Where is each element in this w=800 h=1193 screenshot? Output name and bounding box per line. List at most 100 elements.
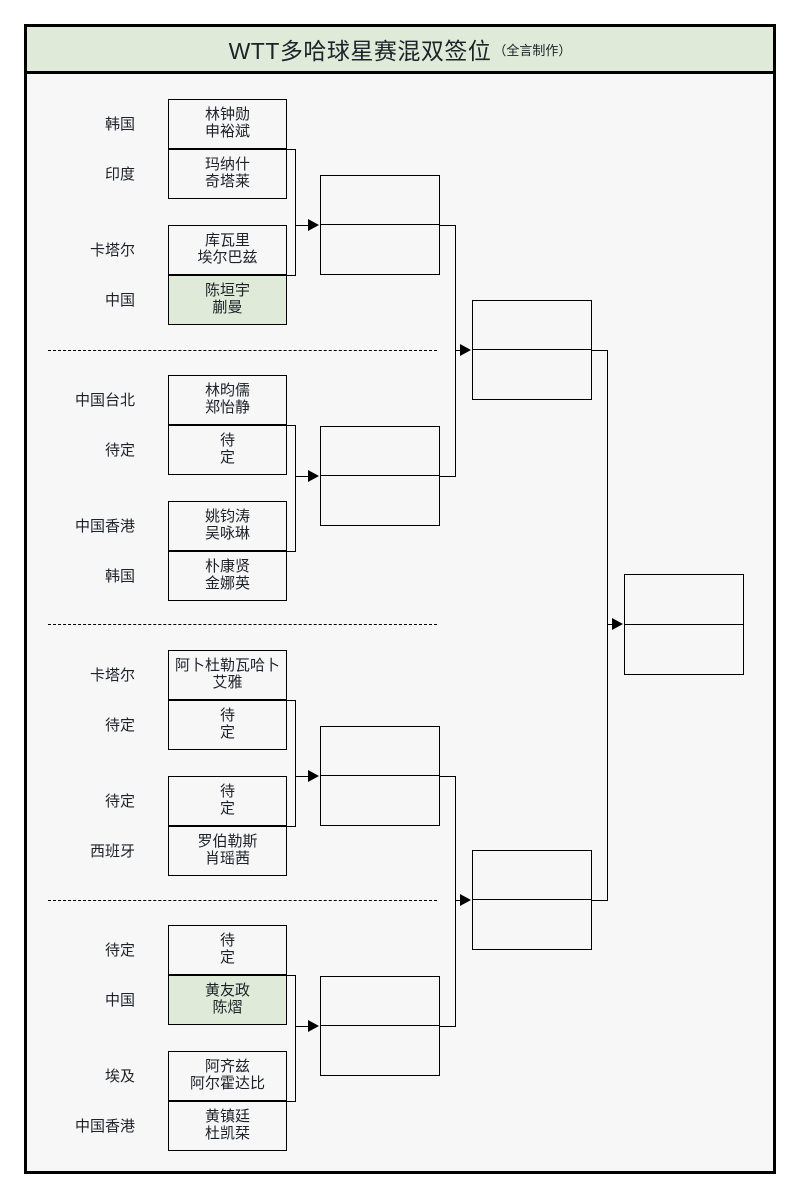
match-slot-top[interactable] [321, 176, 439, 225]
team-cell[interactable]: 待 定 [168, 700, 287, 750]
country-label: 埃及 [104, 1068, 135, 1085]
player-name-1: 朴康贤 [204, 558, 250, 576]
round2-match-box[interactable] [320, 175, 440, 275]
match-slot-bottom[interactable] [473, 900, 591, 949]
player-name-2: 吴咏琳 [204, 525, 250, 542]
match-slot-bottom[interactable] [321, 476, 439, 525]
team-cell[interactable]: 待 定 [168, 425, 287, 475]
connector-sf2-vertical [455, 776, 456, 1026]
final-match-box[interactable] [624, 574, 744, 675]
connector-q3-vertical [295, 700, 296, 826]
country-label: 待定 [104, 717, 135, 734]
page-title: WTT多哈球星赛混双签位 [228, 38, 492, 64]
match-slot-top[interactable] [625, 575, 743, 625]
arrow-r2-to-sf1 [460, 344, 471, 356]
connector-final-top-stub [591, 350, 608, 351]
connector-q4-top-stub [287, 975, 296, 976]
team-cell[interactable]: 阿齐兹 阿尔霍达比 [168, 1051, 287, 1101]
country-label: 中国香港 [74, 518, 135, 535]
player-name-2: 申裕斌 [204, 123, 250, 140]
section-separator-3 [48, 900, 437, 901]
player-name-1: 黄友政 [204, 982, 250, 1000]
team-cell[interactable]: 罗伯勒斯 肖瑶茜 [168, 826, 287, 876]
team-cell[interactable]: 黄友政 陈熠 [168, 975, 287, 1025]
player-name-1: 阿卜杜勒瓦哈卜 [174, 657, 280, 675]
page-subtitle: （全言制作） [493, 42, 572, 58]
player-name-1: 待 [219, 783, 235, 801]
semifinal-match-box[interactable] [472, 300, 592, 400]
round2-match-box[interactable] [320, 726, 440, 826]
team-cell[interactable]: 玛纳什 奇塔莱 [168, 149, 287, 199]
team-cell[interactable]: 库瓦里 埃尔巴兹 [168, 225, 287, 275]
team-cell[interactable]: 待 定 [168, 776, 287, 826]
connector-q2-top-stub [287, 425, 296, 426]
player-name-1: 林钟勋 [204, 106, 250, 124]
round2-match-box[interactable] [320, 976, 440, 1076]
match-slot-top[interactable] [473, 301, 591, 350]
connector-q3-feed [295, 776, 315, 777]
round2-match-box[interactable] [320, 426, 440, 526]
team-cell[interactable]: 姚钧涛 吴咏琳 [168, 501, 287, 551]
match-slot-top[interactable] [321, 727, 439, 776]
team-cell[interactable]: 朴康贤 金娜英 [168, 551, 287, 601]
section-separator-2 [48, 624, 437, 625]
country-label: 卡塔尔 [89, 667, 135, 684]
match-slot-top[interactable] [473, 851, 591, 900]
player-name-2: 陈熠 [212, 999, 243, 1016]
match-slot-bottom[interactable] [473, 350, 591, 399]
match-slot-bottom[interactable] [321, 776, 439, 825]
arrow-q4-to-r2 [308, 1020, 319, 1032]
country-label: 韩国 [104, 568, 135, 585]
player-name-2: 郑怡静 [204, 399, 250, 416]
page-title-bar: WTT多哈球星赛混双签位 （全言制作） [27, 27, 773, 74]
match-slot-bottom[interactable] [321, 225, 439, 274]
connector-q4-feed [295, 1026, 315, 1027]
player-name-2: 蒯曼 [212, 299, 243, 316]
player-name-2: 定 [219, 724, 235, 741]
team-cell[interactable]: 林昀儒 郑怡静 [168, 375, 287, 425]
country-label: 印度 [104, 166, 135, 183]
team-cell[interactable]: 阿卜杜勒瓦哈卜 艾雅 [168, 650, 287, 700]
player-name-2: 肖瑶茜 [204, 850, 250, 867]
connector-sf2-top-stub [439, 776, 456, 777]
country-label: 中国 [104, 292, 135, 309]
connector-q4-bottom-stub [287, 1101, 296, 1102]
country-label: 卡塔尔 [89, 242, 135, 259]
connector-q4-vertical [295, 975, 296, 1101]
connector-q2-bottom-stub [287, 551, 296, 552]
match-slot-bottom[interactable] [321, 1026, 439, 1075]
player-name-2: 艾雅 [212, 674, 243, 691]
player-name-1: 姚钧涛 [204, 508, 250, 526]
player-name-2: 阿尔霍达比 [189, 1075, 265, 1092]
player-name-1: 陈垣宇 [204, 282, 250, 300]
player-name-2: 奇塔莱 [204, 173, 250, 190]
team-cell[interactable]: 陈垣宇 蒯曼 [168, 275, 287, 325]
country-label: 中国台北 [74, 392, 135, 409]
connector-final-vertical [607, 350, 608, 900]
country-label: 待定 [104, 942, 135, 959]
match-slot-top[interactable] [321, 977, 439, 1026]
player-name-1: 玛纳什 [204, 156, 250, 174]
arrow-q3-to-r2 [308, 770, 319, 782]
player-name-2: 埃尔巴兹 [197, 249, 258, 266]
match-slot-bottom[interactable] [625, 625, 743, 675]
player-name-2: 杜凯栞 [204, 1125, 250, 1142]
connector-q2-vertical [295, 425, 296, 551]
team-cell[interactable]: 待 定 [168, 925, 287, 975]
connector-q1-top-stub [287, 149, 296, 150]
player-name-2: 定 [219, 800, 235, 817]
player-name-2: 定 [219, 449, 235, 466]
player-name-1: 阿齐兹 [204, 1058, 250, 1076]
player-name-1: 库瓦里 [204, 232, 250, 250]
arrow-q2-to-r2 [308, 470, 319, 482]
semifinal-match-box[interactable] [472, 850, 592, 950]
arrow-r2-to-sf2 [460, 894, 471, 906]
match-slot-top[interactable] [321, 427, 439, 476]
team-cell[interactable]: 林钟勋 申裕斌 [168, 99, 287, 149]
connector-q1-vertical [295, 149, 296, 275]
team-cell[interactable]: 黄镇廷 杜凯栞 [168, 1101, 287, 1151]
connector-q1-feed [295, 225, 315, 226]
connector-final-bottom-stub [591, 900, 608, 901]
